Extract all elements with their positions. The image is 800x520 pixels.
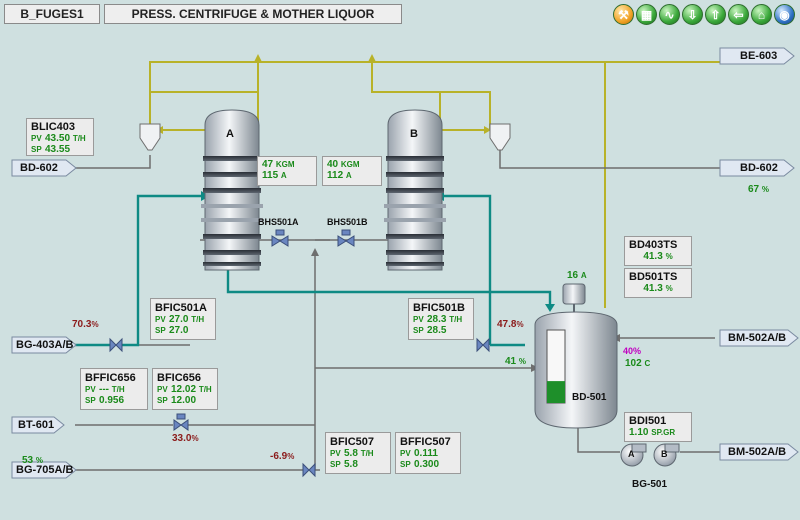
agitator-current: 16 A — [567, 270, 587, 281]
centrifuge-b-label[interactable]: B — [410, 128, 418, 140]
stream-bg705[interactable]: BG-705A/B — [16, 464, 74, 476]
stream-bm502-out[interactable]: BM-502A/B — [728, 446, 787, 458]
stream-be603[interactable]: BE-603 — [740, 50, 778, 62]
trend-icon[interactable]: ∿ — [659, 4, 680, 25]
pump-shapes — [620, 443, 680, 467]
bfic501b-output: 47.8% — [497, 319, 524, 330]
palette-icon[interactable]: ▦ — [636, 4, 657, 25]
pump-b-label[interactable]: B — [661, 449, 668, 459]
stream-arrow-shapes — [11, 47, 799, 479]
page-title: PRESS. CENTRIFUGE & MOTHER LIQUOR — [104, 4, 402, 24]
centrifuge-b-readout[interactable]: 40 KGM 112 A — [322, 156, 382, 186]
centrifuge-a-label[interactable]: A — [226, 128, 234, 140]
stream-bd602-right[interactable]: BD-602 — [740, 162, 778, 174]
pump-a-label[interactable]: A — [628, 449, 635, 459]
arrow-up-icon[interactable]: ⇧ — [705, 4, 726, 25]
bt601-valve-output: 33.0% — [172, 433, 199, 444]
bd602-percent: 67 % — [748, 184, 770, 195]
tank-bd501-label[interactable]: BD-501 — [572, 392, 607, 403]
tank-inlet-percent: 41 % — [505, 356, 527, 367]
indicator-bd501ts[interactable]: BD501TS 41.3 % — [624, 268, 692, 298]
pump-group-label: BG-501 — [632, 479, 668, 490]
valve-bhs501b-label[interactable]: BHS501B — [327, 217, 368, 227]
teal-pipes — [75, 194, 552, 347]
bfic507-output: -6.9% — [270, 451, 295, 462]
arrow-left-icon[interactable]: ⇦ — [728, 4, 749, 25]
screen-id: B_FUGES1 — [4, 4, 100, 24]
stream-bm502-in[interactable]: BM-502A/B — [728, 332, 787, 344]
wrench-icon[interactable]: ⚒ — [613, 4, 634, 25]
indicator-bdi501[interactable]: BDI501 1.10 SP.GR — [624, 412, 692, 442]
valve-bhs501a-label[interactable]: BHS501A — [258, 217, 299, 227]
centrifuge-a-readout[interactable]: 47 KGM 115 A — [257, 156, 317, 186]
tank-temperature: 102 C — [625, 358, 651, 369]
hopper-shapes — [139, 123, 511, 151]
stream-bd602-left[interactable]: BD-602 — [20, 162, 58, 174]
home-icon[interactable]: ⌂ — [751, 4, 772, 25]
indicator-bd403ts[interactable]: BD403TS 41.3 % — [624, 236, 692, 266]
logo-icon[interactable]: ◉ — [774, 4, 795, 25]
stream-bt601[interactable]: BT-601 — [18, 419, 55, 431]
centrifuge-b — [384, 109, 446, 271]
arrow-down-icon[interactable]: ⇩ — [682, 4, 703, 25]
bfic501a-output: 70.3% — [72, 319, 99, 330]
bg705-percent: 53 % — [22, 455, 44, 466]
stream-bg403[interactable]: BG-403A/B — [16, 339, 74, 351]
tank-mv-percent: 40% — [623, 346, 642, 356]
tank-bd501-shape — [534, 283, 618, 429]
centrifuge-a — [201, 109, 263, 271]
valve-shapes — [109, 229, 490, 478]
